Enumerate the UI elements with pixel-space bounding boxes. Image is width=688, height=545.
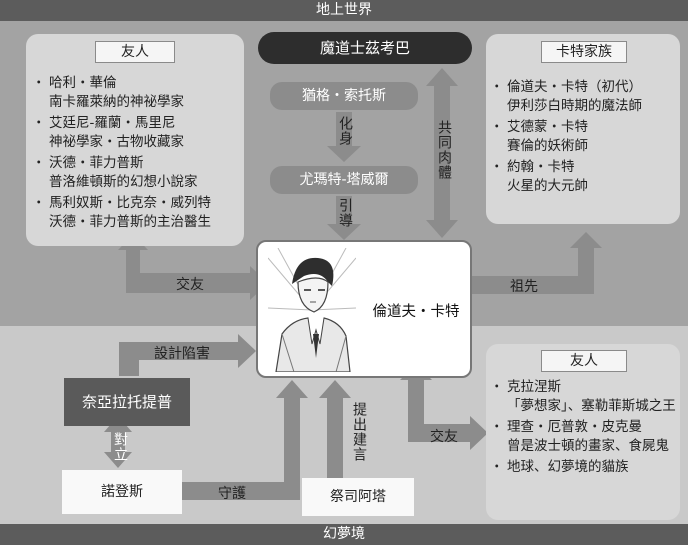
dreamlands-header: 幻夢境	[0, 524, 688, 545]
trap-arrow	[119, 334, 256, 376]
protect-arrow	[180, 380, 308, 500]
friends-left-arrow	[118, 234, 268, 300]
label-guide: 引導	[337, 198, 353, 228]
label-trap: 設計陷害	[154, 346, 210, 362]
node-yog-sothoth: 猶格・索托斯	[270, 82, 418, 110]
label-incarnation: 化身	[337, 116, 353, 146]
label-advise: 提出建言	[351, 402, 367, 462]
label-shared-body: 共同肉體	[436, 120, 452, 180]
dream-friends-panel: 友人 克拉涅斯「夢想家」、塞勒菲斯城之王 理查・厄普敦・皮克曼曾是波士頓的畫家、…	[486, 344, 680, 520]
list-item: 克拉涅斯「夢想家」、塞勒菲斯城之王	[490, 378, 678, 416]
advise-arrow	[319, 380, 351, 478]
label-friends-right: 交友	[430, 429, 458, 445]
shared-body-arrow	[426, 68, 458, 238]
incarnation-arrow	[327, 112, 361, 162]
carter-family-title: 卡特家族	[541, 41, 627, 63]
upper-friends-title: 友人	[95, 41, 175, 63]
ancestor-arrow	[470, 232, 602, 294]
node-umr-at-tawil: 尤瑪特-塔威爾	[270, 166, 418, 194]
randolph-carter-portrait-icon	[268, 248, 356, 372]
list-item: 倫道夫・卡特（初代）伊利莎白時期的魔法師	[490, 78, 678, 116]
label-friends-left: 交友	[176, 277, 204, 293]
opposed-arrow	[104, 416, 132, 468]
node-zkauba: 魔道士茲考巴	[258, 32, 472, 64]
list-item: 地球、幻夢境的貓族	[490, 458, 678, 477]
dream-friends-title: 友人	[541, 350, 627, 372]
dream-friends-list: 克拉涅斯「夢想家」、塞勒菲斯城之王 理查・厄普敦・皮克曼曾是波士頓的畫家、食屍鬼…	[490, 378, 678, 479]
node-priest-atal: 祭司阿塔	[302, 478, 414, 516]
guide-arrow	[327, 196, 361, 240]
label-protect: 守護	[218, 486, 246, 502]
node-nodens: 諾登斯	[62, 470, 182, 514]
node-randolph-carter: 倫道夫・卡特	[256, 240, 472, 378]
label-opposed: 對立	[112, 432, 128, 462]
center-name: 倫道夫・卡特	[372, 304, 460, 320]
node-nyarlathotep: 奈亞拉托提普	[64, 378, 190, 426]
upper-world-header: 地上世界	[0, 0, 688, 21]
friends-right-arrow	[400, 364, 488, 450]
label-ancestor: 祖先	[510, 279, 538, 295]
